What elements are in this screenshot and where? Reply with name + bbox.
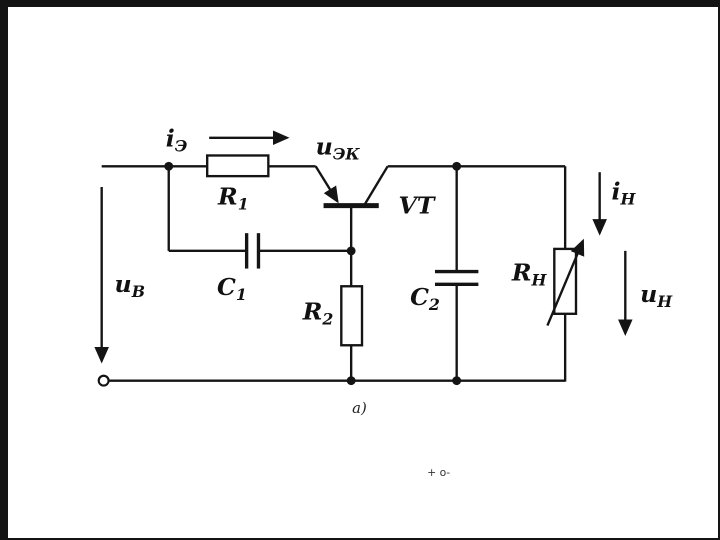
current-arrow-ie: iЭ: [166, 125, 290, 156]
terminal-circle: [97, 374, 110, 387]
resistor-rn: RН: [511, 166, 585, 382]
capacitor-c2: C2: [410, 166, 479, 382]
rn-variable-arrow: [546, 238, 585, 327]
label-in: iН: [612, 178, 637, 209]
capacitor-c1: C1: [167, 166, 352, 304]
r1-body: [206, 154, 270, 178]
junction-dot: [452, 376, 462, 386]
label-uv: uВ: [115, 270, 146, 301]
wire-bottom: [97, 374, 566, 387]
transistor-vt: VT: [314, 165, 437, 253]
voltage-label-uek: uЭК: [316, 133, 361, 164]
junction-dot: [346, 376, 356, 386]
label-rn: RН: [511, 258, 548, 289]
junction-dot: [346, 246, 356, 256]
r2-body: [340, 285, 364, 347]
voltage-arrow-uv: uВ: [94, 186, 146, 364]
junction-dot: [452, 161, 462, 171]
label-uek: uЭК: [316, 133, 361, 164]
collector-line: [362, 165, 389, 207]
label-r2: R2: [302, 298, 334, 329]
resistor-r1: R1: [206, 154, 270, 214]
label-c1: C1: [217, 273, 247, 304]
current-arrow-in: iН: [592, 172, 637, 236]
figure-footnote: + о-: [427, 466, 450, 479]
emitter-line: [314, 165, 339, 204]
resistor-r2: R2: [302, 250, 364, 382]
junction-dots: [164, 161, 462, 386]
junction-dot: [164, 161, 174, 171]
label-vt: VT: [398, 192, 436, 220]
circuit-diagram: iЭ uЭК R1 VT C1: [94, 125, 673, 479]
label-r1: R1: [217, 183, 249, 214]
label-ie: iЭ: [166, 125, 188, 156]
label-un: uН: [640, 280, 673, 311]
figure-caption: а): [352, 400, 367, 417]
voltage-arrow-un: uН: [618, 250, 673, 336]
label-c2: C2: [410, 283, 440, 314]
